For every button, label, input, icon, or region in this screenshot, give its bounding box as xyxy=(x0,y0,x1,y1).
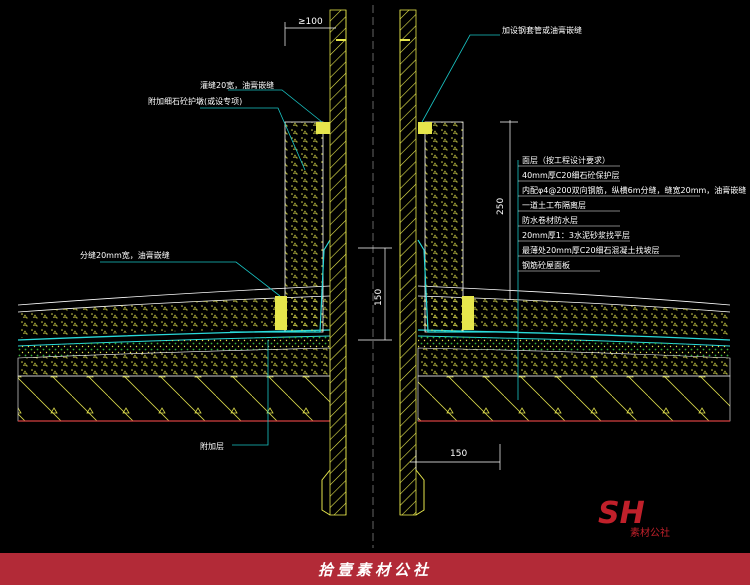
label-slot-seal: 分缝20mm宽，油膏嵌缝 xyxy=(80,250,170,260)
upstands xyxy=(230,121,518,333)
layer-label-underlines xyxy=(518,165,700,272)
pipes xyxy=(321,5,425,548)
layer-label-2: 40mm厚C20细石砼保护层 xyxy=(522,170,620,180)
layer-label-1: 面层（按工程设计要求） xyxy=(522,155,610,165)
layer-label-6: 20mm厚1：3水泥砂浆找平层 xyxy=(522,230,630,240)
leader-sand xyxy=(232,340,269,446)
layer-label-5: 防水卷材防水层 xyxy=(522,215,578,225)
finish-layer-right xyxy=(417,285,731,306)
layer-label-3: 内配φ4@200双向钢筋，纵横6m分缝，缝宽20mm，油膏嵌缝 xyxy=(522,185,746,195)
slot-seal-right xyxy=(462,296,474,330)
labels-left: 灌缝20宽，油膏嵌缝 附加细石砼护墩(或设专项) 分缝20mm宽，油膏嵌缝 附加… xyxy=(80,80,274,451)
upstand-left xyxy=(284,121,324,333)
sh-logo-caption: 素材公社 xyxy=(630,526,670,539)
label-fine-stone: 附加细石砼护墩(或设专项) xyxy=(148,96,242,106)
dim-bottom-label: 150 xyxy=(450,449,467,459)
layer-label-7: 最薄处20mm厚C20细石混凝土找坡层 xyxy=(522,245,660,255)
labels-right: 加设钢套管或油膏嵌缝 面层（按工程设计要求） 40mm厚C20细石砼保护层 内配… xyxy=(502,25,746,272)
roof-layers xyxy=(17,285,731,422)
screed-right xyxy=(418,336,730,358)
roof-penetration-drawing: ≥100 150 250 150 灌缝20宽，油膏嵌缝 附加细石砼护墩(或设专项… xyxy=(17,5,746,548)
sh-logo: SH 素材公社 xyxy=(598,496,670,539)
membrane-upturn-left xyxy=(230,239,331,333)
layer-label-8: 钢筋砼屋面板 xyxy=(522,260,570,270)
label-mastic-seal-top: 灌缝20宽，油膏嵌缝 xyxy=(200,80,274,90)
label-top-sleeve: 加设钢套管或油膏嵌缝 xyxy=(502,25,582,35)
pipe-flange-left xyxy=(321,469,331,516)
footer-banner-text: 拾壹素材公社 xyxy=(317,560,432,579)
slot-seal-left xyxy=(275,296,287,330)
leaders xyxy=(100,34,519,446)
membrane-upturn-right xyxy=(417,239,518,333)
sh-logo-mark: SH xyxy=(598,496,645,531)
pipe-flange-right xyxy=(415,469,425,516)
leader-slot xyxy=(100,261,281,297)
label-sand-layer: 附加层 xyxy=(200,441,224,451)
mastic-block-right xyxy=(418,122,432,134)
concrete-protection-right xyxy=(418,296,730,338)
rc-slab-right xyxy=(417,375,731,422)
leader-seal-top xyxy=(228,89,323,123)
leader-fine-stone xyxy=(200,107,306,171)
dim-top-label: ≥100 xyxy=(298,17,323,27)
dimensions: ≥100 150 250 150 xyxy=(284,17,518,470)
screed-left xyxy=(18,336,330,358)
rc-slab-left xyxy=(17,375,331,422)
membrane-right xyxy=(417,329,731,341)
leader-top-right xyxy=(421,34,500,123)
slope-layer-right xyxy=(417,347,731,377)
pipe-wall-right xyxy=(399,9,417,516)
upstand-right xyxy=(424,121,464,333)
pipe-wall-left xyxy=(329,9,347,516)
footer-banner: 拾壹素材公社 xyxy=(0,553,750,585)
dim-riser-label: 150 xyxy=(374,289,384,306)
concrete-protection-left xyxy=(18,296,330,338)
dim-right-label: 250 xyxy=(496,198,506,215)
layer-label-4: 一道土工布隔离层 xyxy=(522,200,586,210)
mastic-block-left xyxy=(316,122,330,134)
